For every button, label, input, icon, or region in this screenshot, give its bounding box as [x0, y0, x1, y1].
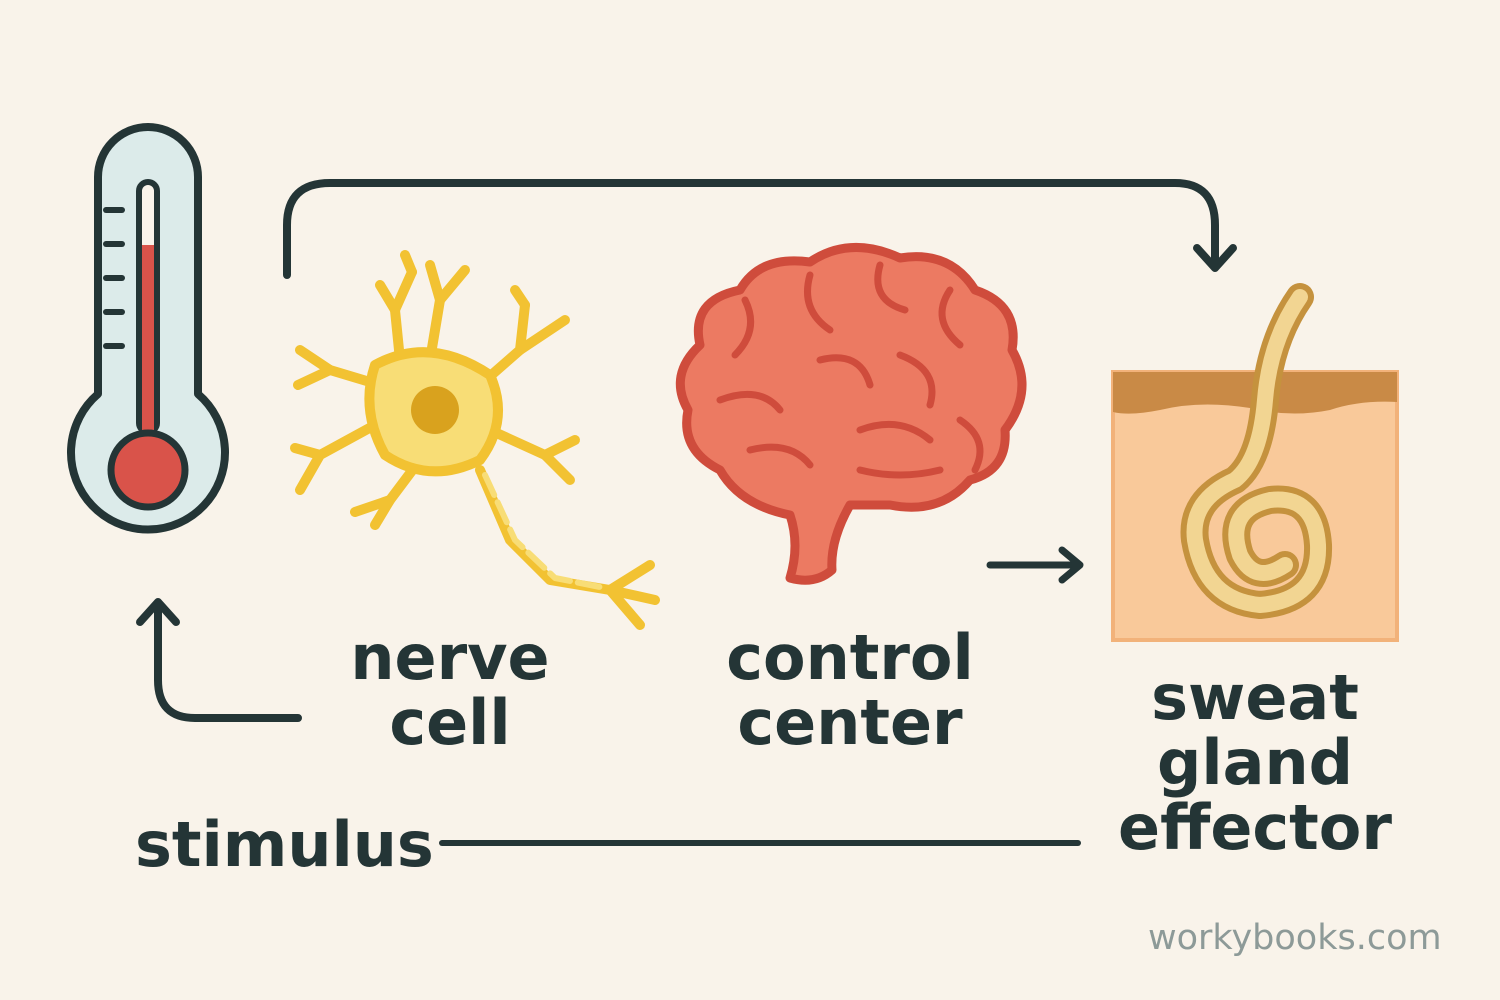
nerve-cell-icon	[290, 250, 660, 630]
effector-label-line-2: gland	[1157, 726, 1353, 800]
top-feedback-arrow	[283, 179, 1237, 279]
stimulus-label: stimulus	[135, 808, 434, 881]
nerve-cell-label-line-1: nerve	[350, 621, 550, 694]
control-center-label-line-1: control	[726, 621, 974, 694]
brain-icon	[675, 243, 1027, 585]
control-to-effector-arrow	[986, 546, 1084, 584]
effector-label-line-3: effector	[1118, 791, 1392, 865]
nerve-cell-label-line-2: cell	[389, 686, 511, 760]
sweat-gland-icon	[1111, 283, 1399, 642]
control-center-label-line-2: center	[737, 686, 963, 760]
control-center-label: control center	[705, 625, 995, 755]
effector-label: sweat gland effector	[1100, 665, 1410, 860]
nerve-cell-label: nerve cell	[330, 625, 570, 755]
return-arrow	[136, 598, 302, 722]
effector-label-line-1: sweat	[1151, 661, 1359, 734]
watermark: workybooks.com	[1148, 918, 1442, 958]
thermometer-icon	[67, 123, 229, 534]
